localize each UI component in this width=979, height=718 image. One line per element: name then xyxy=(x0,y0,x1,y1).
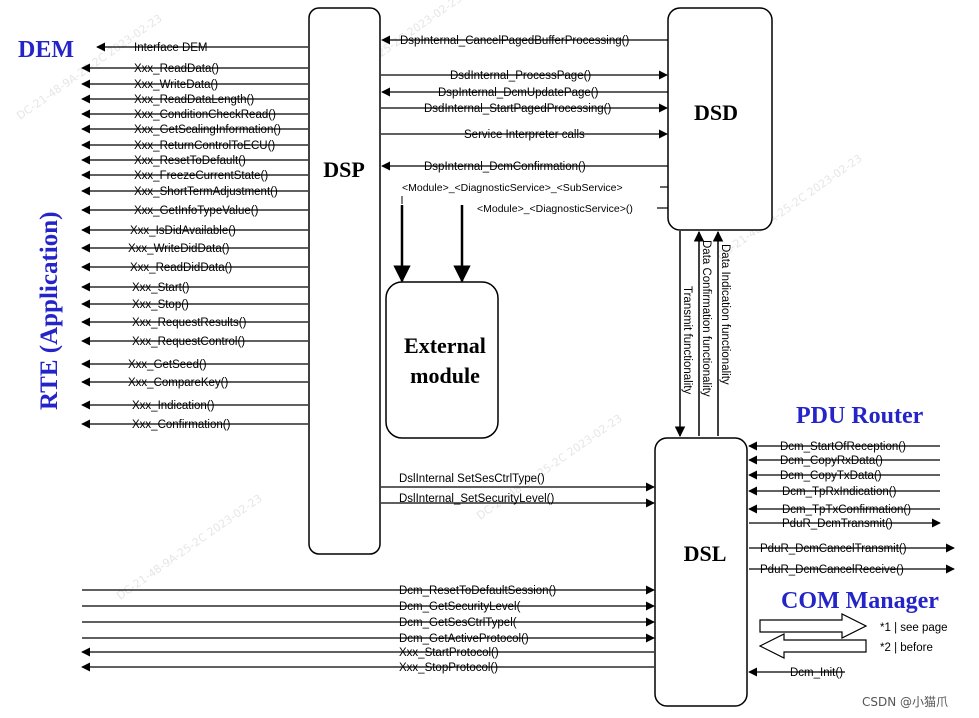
dem-title: DEM xyxy=(18,37,74,63)
call-label: DslInternal SetSesCtrlType() xyxy=(399,473,545,485)
call-label: DspInternal_DcmUpdatePage() xyxy=(438,87,599,99)
call-label: DspInternal_CancelPagedBufferProcessing(… xyxy=(400,35,629,47)
legend-arrow-right-icon xyxy=(759,613,868,639)
call-label: Xxx_Indication() xyxy=(132,400,215,412)
dsd-box xyxy=(667,7,773,231)
transmit-label: Transmit functionality xyxy=(681,286,693,394)
credit-text: CSDN @小猫爪 xyxy=(862,695,948,709)
dsl-left-call-group: Dcm_ResetToDefaultSession() Dcm_GetSecur… xyxy=(81,585,655,674)
call-label: Xxx_StopProtocol() xyxy=(399,662,498,674)
legend: *1 | see page *2 | before xyxy=(758,613,948,659)
call-label: Dcm_ResetToDefaultSession() xyxy=(399,585,556,597)
dsp-title: DSP xyxy=(323,157,365,182)
com-manager-title: COM Manager xyxy=(781,588,939,614)
call-label: Xxx_StartProtocol() xyxy=(399,647,499,659)
call-label: Xxx_ReadDataLength() xyxy=(134,94,254,106)
call-label: Xxx_GetScalingInformation() xyxy=(134,124,281,136)
call-label: PduR_DcmCancelReceive() xyxy=(760,564,904,576)
call-label: PduR_DcmTransmit() xyxy=(782,518,893,530)
dsl-box xyxy=(654,437,748,707)
call-label: DsdInternal_StartPagedProcessing() xyxy=(424,103,611,115)
call-label: DspInternal_DcmConfirmation() xyxy=(424,161,586,173)
call-label: Xxx_ReadDidData() xyxy=(130,262,232,274)
call-label: Xxx_FreezeCurrentState() xyxy=(134,170,268,182)
dsp-dsd-call-group: DspInternal_CancelPagedBufferProcessing(… xyxy=(381,35,668,215)
pdu-router-call-group: Dcm_StartOfReception() Dcm_CopyRxData() … xyxy=(748,441,955,576)
call-label: Xxx_RequestResults() xyxy=(132,317,247,329)
legend-label: *1 | see page xyxy=(880,622,948,634)
external-module-title-line2: module xyxy=(410,363,480,388)
call-label: Dcm_CopyTxData() xyxy=(780,470,882,482)
confirmation-label: Data Confirmation functionality xyxy=(700,240,712,397)
call-label: Dcm_TpTxConfirmation() xyxy=(782,504,911,516)
call-label: Xxx_ReadData() xyxy=(134,63,219,75)
legend-label: *2 | before xyxy=(880,642,933,654)
call-label: Dcm_TpRxIndication() xyxy=(782,486,897,498)
call-label: Xxx_ReturnControlToECU() xyxy=(134,140,275,152)
call-label: Xxx_RequestControl() xyxy=(132,336,245,348)
call-label: <Module>_<DiagnosticService>_<SubService… xyxy=(402,182,623,194)
call-label: Xxx_Start() xyxy=(132,282,190,294)
rte-title: RTE (Application) xyxy=(36,212,63,410)
call-label: Xxx_Stop() xyxy=(132,299,189,311)
dsd-title: DSD xyxy=(694,100,738,125)
dsd-dsl-link-group: Transmit functionality Data Confirmation… xyxy=(674,230,731,438)
call-label: Xxx_GetSeed() xyxy=(128,359,207,371)
watermark: DC-21-48-9A-25-2C 2023-02-23 xyxy=(114,492,264,603)
com-call-label: Dcm_Init() xyxy=(790,667,843,679)
call-label: Xxx_IsDidAvailable() xyxy=(130,225,236,237)
call-label: Xxx_ShortTermAdjustment() xyxy=(134,186,278,198)
call-label: Dcm_StartOfReception() xyxy=(780,441,906,453)
indication-label: Data Indication functionality xyxy=(719,244,731,385)
call-label: Interface DEM xyxy=(134,42,208,54)
pdu-router-title: PDU Router xyxy=(796,403,924,429)
call-label: DsdInternal_ProcessPage() xyxy=(450,70,591,82)
dsp-dsl-call-group: DslInternal SetSesCtrlType() DslInternal… xyxy=(381,473,655,508)
call-label: Service Interpreter calls xyxy=(464,129,585,141)
dsp-left-call-group: Interface DEM Xxx_ReadData() Xxx_WriteDa… xyxy=(81,42,308,431)
call-label: Xxx_Confirmation() xyxy=(132,419,231,431)
call-label: <Module>_<DiagnosticService>() xyxy=(477,203,633,215)
call-label: Xxx_CompareKey() xyxy=(128,377,229,389)
call-label: DslInternal_SetSecurityLevel() xyxy=(399,493,554,505)
call-label: Dcm_GetSesCtrlTypel( xyxy=(399,617,517,629)
call-label: Xxx_WriteData() xyxy=(134,79,218,91)
call-label: Xxx_WriteDidData() xyxy=(128,243,230,255)
call-label: Xxx_ConditionCheckRead() xyxy=(134,109,276,121)
legend-arrow-left-icon xyxy=(758,633,867,659)
call-label: PduR_DcmCancelTransmit() xyxy=(760,543,907,555)
call-label: Dcm_CopyRxData() xyxy=(780,455,883,467)
dsl-title: DSL xyxy=(684,541,727,566)
external-module-title-line1: External xyxy=(404,333,486,358)
call-label: Dcm_GetActiveProtocol() xyxy=(399,633,529,645)
call-label: Xxx_ResetToDefault() xyxy=(134,155,246,167)
call-label: Xxx_GetInfoTypeValue() xyxy=(134,205,259,217)
dsp-box xyxy=(308,7,381,555)
external-module-box xyxy=(385,281,499,439)
call-label: Dcm_GetSecurityLevel( xyxy=(399,601,521,613)
